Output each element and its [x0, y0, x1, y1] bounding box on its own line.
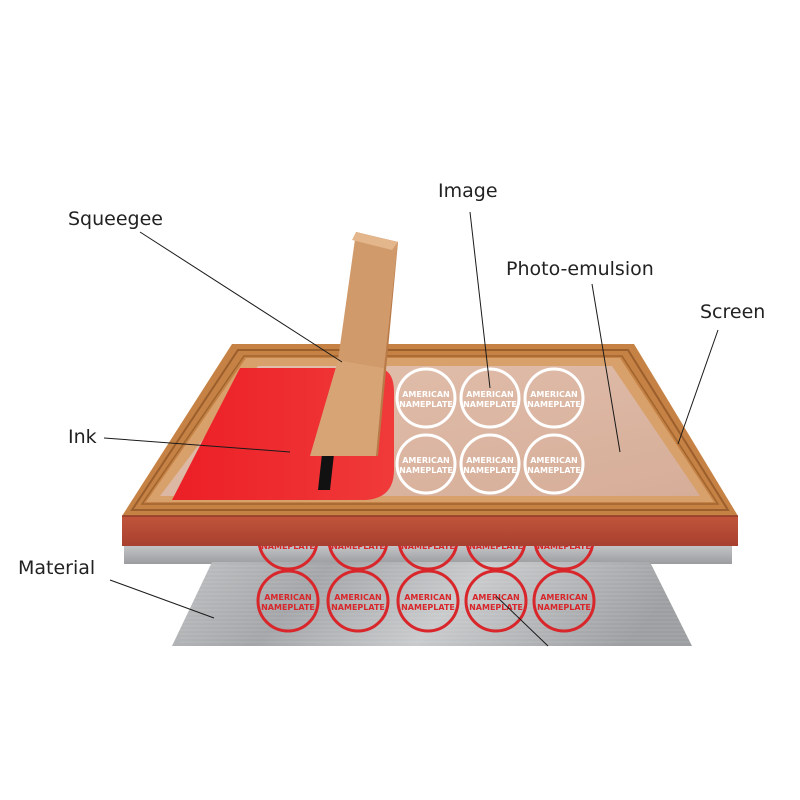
material-top-seal-text: NAMEPLATE [331, 542, 385, 551]
material-top-seal-ring [466, 546, 526, 571]
material-top-seal-text: NAMEPLATE [537, 542, 591, 551]
screen-seal-text: NAMEPLATE [463, 466, 517, 475]
screen-seal-ring [523, 367, 585, 429]
material-seal-ring [256, 569, 320, 633]
ink-label: Ink [68, 426, 97, 448]
photo-emulsion-leader [591, 283, 621, 453]
material-seal-text: NAMEPLATE [331, 603, 385, 612]
material-top-seal-ring [398, 546, 458, 571]
screen-seal-text: NAMEPLATE [399, 466, 453, 475]
frame-groove-inner [140, 355, 720, 505]
squeegee-label: Squeegee [68, 208, 163, 230]
material-leader [109, 579, 215, 619]
material-seal-text: AMERICAN [472, 593, 520, 602]
screen-seal-text: AMERICAN [466, 456, 514, 465]
screen-seal-text: NAMEPLATE [527, 466, 581, 475]
material-top-seal-ring [534, 546, 594, 571]
material-seal-text: AMERICAN [540, 593, 588, 602]
material-top-seal-text: NAMEPLATE [261, 542, 315, 551]
squeegee-leader [139, 231, 343, 363]
material-seal-text: AMERICAN [334, 593, 382, 602]
material-seal-text: AMERICAN [264, 593, 312, 602]
screen-seal-text: AMERICAN [530, 456, 578, 465]
material-seal-text: NAMEPLATE [401, 603, 455, 612]
material-seal-ring [532, 569, 596, 633]
screen-seal-text: NAMEPLATE [527, 400, 581, 409]
screen-seal-text: NAMEPLATE [463, 400, 517, 409]
image-leader [469, 211, 491, 389]
screen-image-seals: AMERICANNAMEPLATEAMERICANNAMEPLATEAMERIC… [395, 367, 585, 495]
material-top-seal-text: NAMEPLATE [469, 542, 523, 551]
screen-label: Screen [700, 301, 765, 323]
ink-leader [103, 437, 291, 453]
squeegee-edge-highlight [352, 232, 398, 250]
material-top-seal-ring [258, 546, 318, 571]
material-seal-ring [464, 569, 528, 633]
screen-seal-text: AMERICAN [402, 456, 450, 465]
screen-seal-text: AMERICAN [402, 390, 450, 399]
screen-leader [677, 329, 719, 445]
material-seal-text: NAMEPLATE [469, 603, 523, 612]
frame-front-face [122, 516, 738, 546]
material-top-seal-text: NAMEPLATE [401, 542, 455, 551]
squeegee [310, 232, 398, 490]
image-label: Image [438, 180, 498, 202]
material-top-seal-ring [328, 546, 388, 571]
material-seal-ring [396, 569, 460, 633]
screen-seal-ring [459, 433, 521, 495]
material-printed-seals: AMERICANNAMEPLATEAMERICANNAMEPLATEAMERIC… [256, 542, 596, 633]
squeegee-front [338, 232, 398, 368]
photo-emulsion-label: Photo-emulsion [506, 258, 654, 280]
material-label: Material [18, 557, 95, 579]
material-surface [172, 562, 692, 646]
frame-groove-outer [130, 349, 730, 511]
material-seal-text: AMERICAN [404, 593, 452, 602]
screen-seal-ring [523, 433, 585, 495]
leader-lines [103, 211, 719, 647]
material-seal-text: NAMEPLATE [261, 603, 315, 612]
material-brush-texture [180, 565, 690, 643]
screen-seal-text: AMERICAN [530, 390, 578, 399]
screen-seal-ring [395, 367, 457, 429]
screen-seal-ring [395, 433, 457, 495]
material-print-leader [495, 595, 549, 647]
screen-seal-text: AMERICAN [466, 390, 514, 399]
screen-seal-text: NAMEPLATE [399, 400, 453, 409]
labels: Squeegee Image Photo-emulsion Screen Ink… [18, 180, 765, 579]
squeegee-handle-front [310, 360, 384, 456]
material-seal-text: NAMEPLATE [537, 603, 591, 612]
material-seal-ring [326, 569, 390, 633]
screen-seal-ring [459, 367, 521, 429]
